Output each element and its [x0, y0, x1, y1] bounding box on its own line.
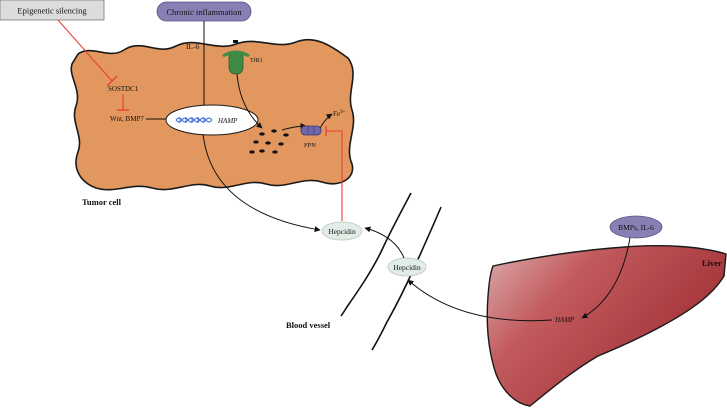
fpn-label: FPN [304, 142, 316, 149]
liver-hamp-to-hepcidin-arrow [407, 279, 553, 322]
ferroportin-icon [300, 125, 322, 136]
hamp-to-hepcidin-arrow [202, 133, 321, 233]
hamp-tumor-label: HAMP [217, 117, 238, 125]
blood-vessel-wall-right [371, 206, 442, 351]
dna-strand-icon [175, 117, 213, 123]
fe3-symbol: Fe [333, 110, 340, 118]
bmps-to-hamp-arrow [581, 237, 631, 319]
hamp-liver-label: HAMP [554, 316, 575, 324]
tfr1-label: TfR1 [250, 57, 263, 64]
fe3-label: Fe3+ [333, 110, 346, 118]
blood-vessel-wall-left [340, 192, 412, 317]
inhibition-line-silencing [57, 19, 113, 82]
chronic-inflammation-label: Chronic inflammation [166, 7, 242, 17]
sostdc1-label: SOSTDC1 [108, 85, 139, 93]
hepcidin-node-top [321, 221, 363, 241]
hepcidin-vessel-label: Hepcidin [393, 263, 421, 272]
iron-dots-icon [249, 129, 289, 154]
fe-export-arrow [319, 113, 333, 129]
il6-label: IL-6 [186, 42, 200, 51]
inhibition-bar-silencing [106, 75, 118, 87]
hepcidin-inhibits-fpn-line [326, 130, 343, 221]
bmps-il6-node [609, 215, 663, 239]
liver-organ [486, 244, 727, 407]
tfr1-to-iron-arrow [236, 73, 263, 129]
tumor-cell-label: Tumor cell [82, 197, 122, 207]
transferrin-receptor-icon [222, 40, 250, 75]
hepcidin-top-label: Hepcidin [328, 227, 356, 236]
bmps-il6-label: BMPs, IL-6 [618, 223, 654, 232]
fe3-charge: 3+ [340, 110, 346, 115]
epigenetic-silencing-label: Epigenetic silencing [17, 6, 87, 16]
wnt-bmp7-label: Wnt, BMP7 [110, 115, 144, 123]
vessel-to-tumor-hepcidin-arrow [364, 226, 405, 259]
liver-label: Liver [702, 258, 722, 268]
hepcidin-node-vessel [387, 257, 427, 277]
epigenetic-silencing-box [0, 0, 105, 21]
blood-vessel-label: Blood vessel [286, 320, 331, 330]
